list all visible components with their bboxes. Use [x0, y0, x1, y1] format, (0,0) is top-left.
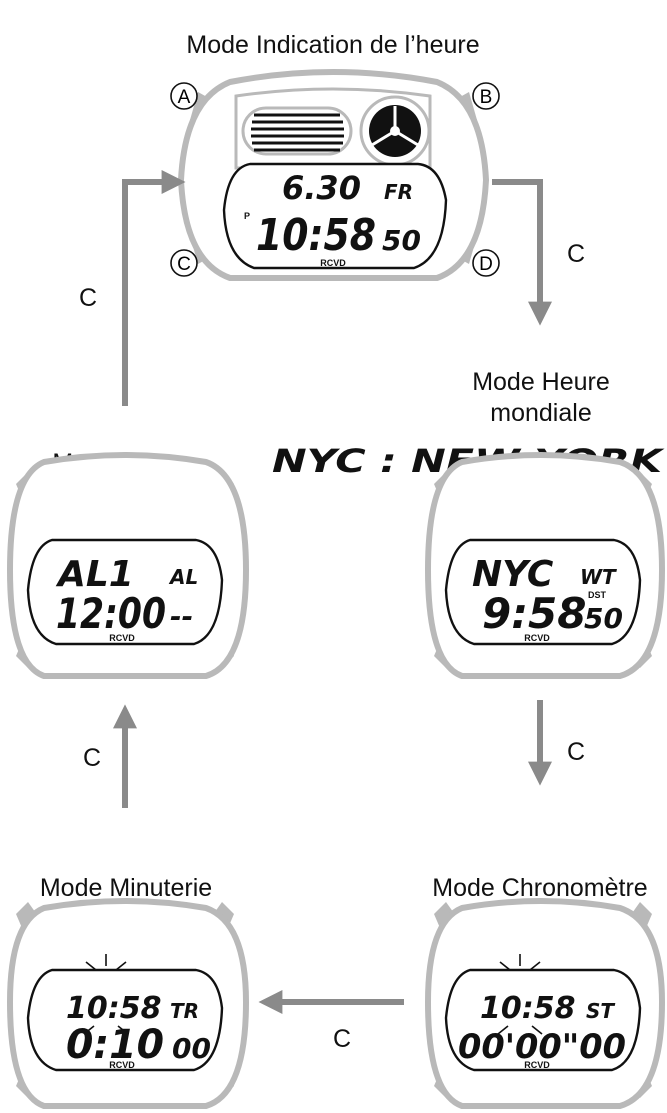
dst-indicator: DST: [588, 590, 607, 600]
arrow-to-timekeeping: [122, 170, 186, 406]
label-to-timer: C: [333, 1025, 351, 1053]
label-to-stopwatch: C: [567, 738, 585, 766]
timekeeping-watch: 6.30 FR P 10:58 50 RCVD: [177, 69, 490, 281]
label-to-world-time: C: [567, 240, 585, 268]
grille-lines: [251, 113, 344, 152]
world-time-watch: NYC WT DST 9:58 50 RCVD: [424, 452, 666, 679]
svg-text:D: D: [479, 254, 493, 275]
remaining-value: 0:10: [66, 1022, 164, 1068]
label-to-timekeeping: C: [79, 284, 97, 312]
button-a-label: A: [170, 82, 198, 110]
rcvd-indicator: RCVD: [524, 1060, 550, 1070]
alarm-watch: AL1 AL 12:00 -- RCVD: [6, 452, 250, 679]
world-time-title-line1: Mode Heure: [472, 368, 610, 396]
alarm-tail: --: [170, 600, 193, 633]
city-value: NYC: [472, 554, 554, 595]
svg-text:A: A: [178, 87, 191, 108]
time-value: 10:58: [256, 210, 376, 261]
elapsed-value: 00'00"00: [458, 1027, 626, 1067]
rcvd-indicator: RCVD: [320, 258, 346, 268]
blink-icon: [83, 954, 129, 1035]
timekeeping-mode-title: Mode Indication de l’heure: [186, 31, 479, 59]
st-tag: ST: [586, 999, 615, 1023]
stopwatch-watch: 10:58 ST 00'00"00 RCVD: [424, 898, 666, 1109]
blink-icon: [497, 954, 543, 1035]
day-value: FR: [384, 180, 413, 204]
wt-tag: WT: [580, 565, 617, 589]
label-to-alarm: C: [83, 744, 101, 772]
timekeeping-display: [222, 162, 448, 270]
seconds-value: 50: [382, 224, 421, 257]
svg-text:C: C: [177, 254, 191, 275]
timer-mode-title: Mode Minuterie: [40, 874, 212, 902]
pm-indicator: P: [244, 211, 250, 221]
stopwatch-display: [444, 968, 642, 1072]
timer-seconds-value: 00: [172, 1032, 211, 1065]
world-time-display: [444, 538, 642, 646]
tr-tag: TR: [170, 999, 199, 1023]
svg-text:B: B: [480, 87, 493, 108]
alarm-time-value: 12:00: [56, 589, 166, 638]
fan-hub: [390, 126, 400, 136]
alarm-display: [26, 538, 224, 646]
world-seconds-value: 50: [584, 602, 623, 635]
timer-clock-time: 10:58: [66, 991, 162, 1026]
rcvd-indicator: RCVD: [524, 633, 550, 643]
alarm-number: AL1: [55, 554, 134, 595]
timer-watch: 10:58 TR 0:10 00 RCVD: [6, 898, 250, 1109]
rcvd-indicator: RCVD: [109, 1060, 135, 1070]
stopwatch-clock-time: 10:58: [480, 991, 576, 1026]
rcvd-indicator: RCVD: [109, 633, 135, 643]
button-c-label: C: [170, 249, 198, 277]
date-value: 6.30: [282, 169, 361, 207]
stopwatch-mode-title: Mode Chronomètre: [432, 874, 647, 902]
world-time-title-line2: mondiale: [490, 399, 591, 427]
timer-display: [26, 968, 224, 1072]
arrow-to-world-time: [492, 179, 552, 326]
button-b-label: B: [472, 82, 500, 110]
button-d-label: D: [472, 249, 500, 277]
al-tag: AL: [168, 565, 198, 589]
world-time-value: 9:58: [482, 589, 586, 638]
